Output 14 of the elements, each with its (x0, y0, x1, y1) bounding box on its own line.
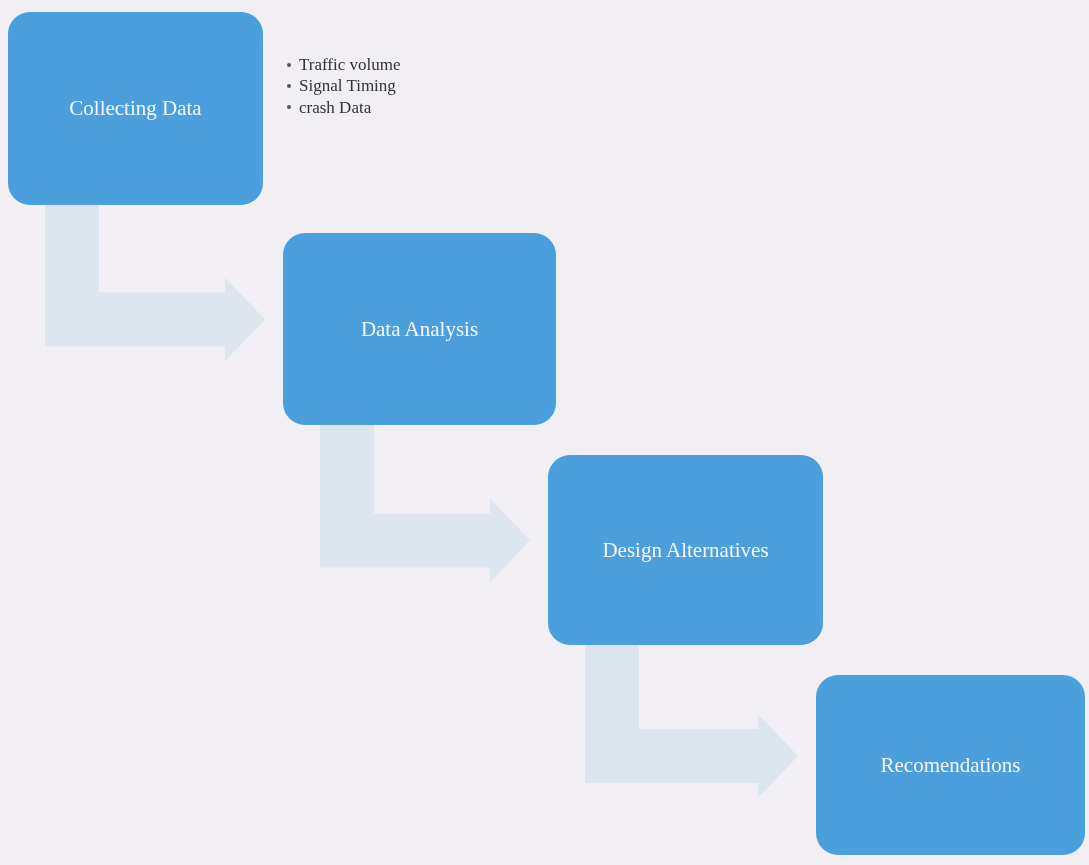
box-label: Collecting Data (69, 96, 202, 121)
bent-arrow (585, 645, 798, 798)
process-box (8, 12, 263, 205)
bullet-item: Traffic volume (285, 54, 401, 76)
bullet-item: Signal Timing (285, 75, 401, 97)
process-box (816, 675, 1085, 855)
bent-arrow (320, 425, 530, 583)
bullet-item: crash Data (285, 96, 401, 118)
box-label: Data Analysis (360, 316, 479, 342)
box-label: Design Alternatives (602, 537, 769, 563)
process-box (548, 455, 823, 645)
process-box (283, 233, 556, 425)
bent-arrow (45, 205, 265, 362)
box-label: Recomendations (880, 752, 1021, 778)
